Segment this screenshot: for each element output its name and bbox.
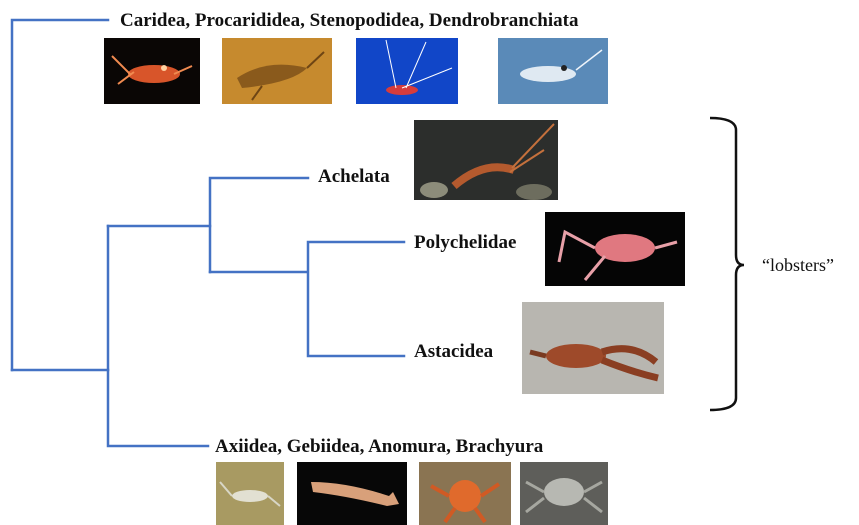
branch-top xyxy=(12,20,108,370)
branch-lower xyxy=(108,226,208,446)
ghost-shrimp-photo xyxy=(297,462,407,525)
hermit-crab-photo xyxy=(419,462,511,525)
clade-label-astacidea: Astacidea xyxy=(414,341,493,363)
crayfish-photo xyxy=(522,302,664,394)
clade-label-bottom: Axiidea, Gebiidea, Anomura, Brachyura xyxy=(215,436,543,458)
spiny-lobster-photo xyxy=(414,120,558,200)
fossil-shrimp-photo xyxy=(222,38,332,104)
glass-shrimp-photo xyxy=(498,38,608,104)
clade-label-achelata: Achelata xyxy=(318,166,390,188)
cleaner-shrimp-photo xyxy=(356,38,458,104)
branch-achelata xyxy=(210,178,308,272)
clade-label-top: Caridea, Procarididea, Stenopodidea, Den… xyxy=(120,10,578,32)
clade-label-polychelidae: Polychelidae xyxy=(414,232,516,254)
true-crab-photo xyxy=(520,462,608,525)
mud-shrimp-photo xyxy=(216,462,284,525)
shrimp-photo xyxy=(104,38,200,104)
tree-branches xyxy=(12,20,404,446)
branch-polychelidae-astacidea xyxy=(210,242,404,356)
lobsters-label: “lobsters” xyxy=(762,255,834,276)
blind-lobster-photo xyxy=(545,212,685,286)
lobsters-bracket xyxy=(710,118,744,410)
